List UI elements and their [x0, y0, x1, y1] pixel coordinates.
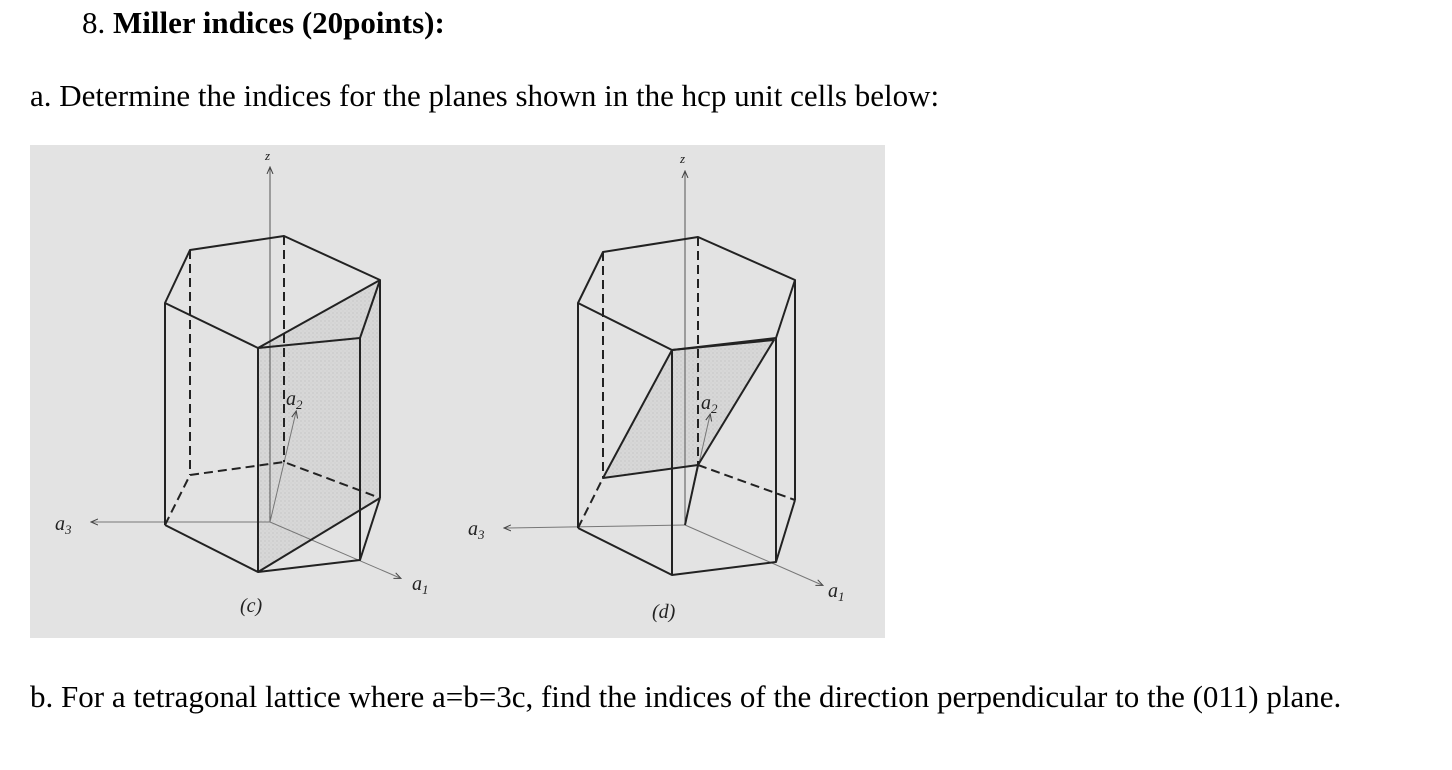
panel-c: z a3 a1 a2 (c) [55, 148, 429, 617]
a1-label-c: a1 [412, 573, 429, 597]
a2-label-d: a2 [701, 392, 718, 416]
a3-label-c: a3 [55, 513, 72, 537]
part-a-prompt: a. Determine the indices for the planes … [30, 78, 940, 113]
caption-c: (c) [240, 595, 263, 617]
a3-label-d: a3 [468, 518, 485, 542]
hcp-diagram: z a3 a1 a2 (c) [55, 148, 845, 623]
question-number: 8. [82, 5, 106, 40]
z-label-d: z [679, 151, 685, 166]
a1-axis [684, 524, 822, 585]
a2-axis [269, 412, 296, 523]
hcp-unit-cells-figure: z a3 a1 a2 (c) [30, 145, 885, 638]
question-heading: Miller indices (20points): [113, 5, 445, 40]
a1-label-d: a1 [828, 580, 845, 604]
caption-d: (d) [652, 601, 676, 623]
part-b-prompt: b. For a tetragonal lattice where a=b=3c… [30, 679, 1342, 714]
a1-axis [269, 521, 400, 578]
z-label-c: z [264, 148, 270, 163]
panel-d: z a3 a1 a2 (d) [468, 151, 845, 623]
a2-label-c: a2 [286, 388, 303, 412]
a3-axis [505, 525, 686, 528]
shaded-plane-c [258, 280, 380, 572]
question-title: 8. Miller indices (20points): [82, 3, 445, 43]
shaded-plane-d [603, 340, 774, 478]
